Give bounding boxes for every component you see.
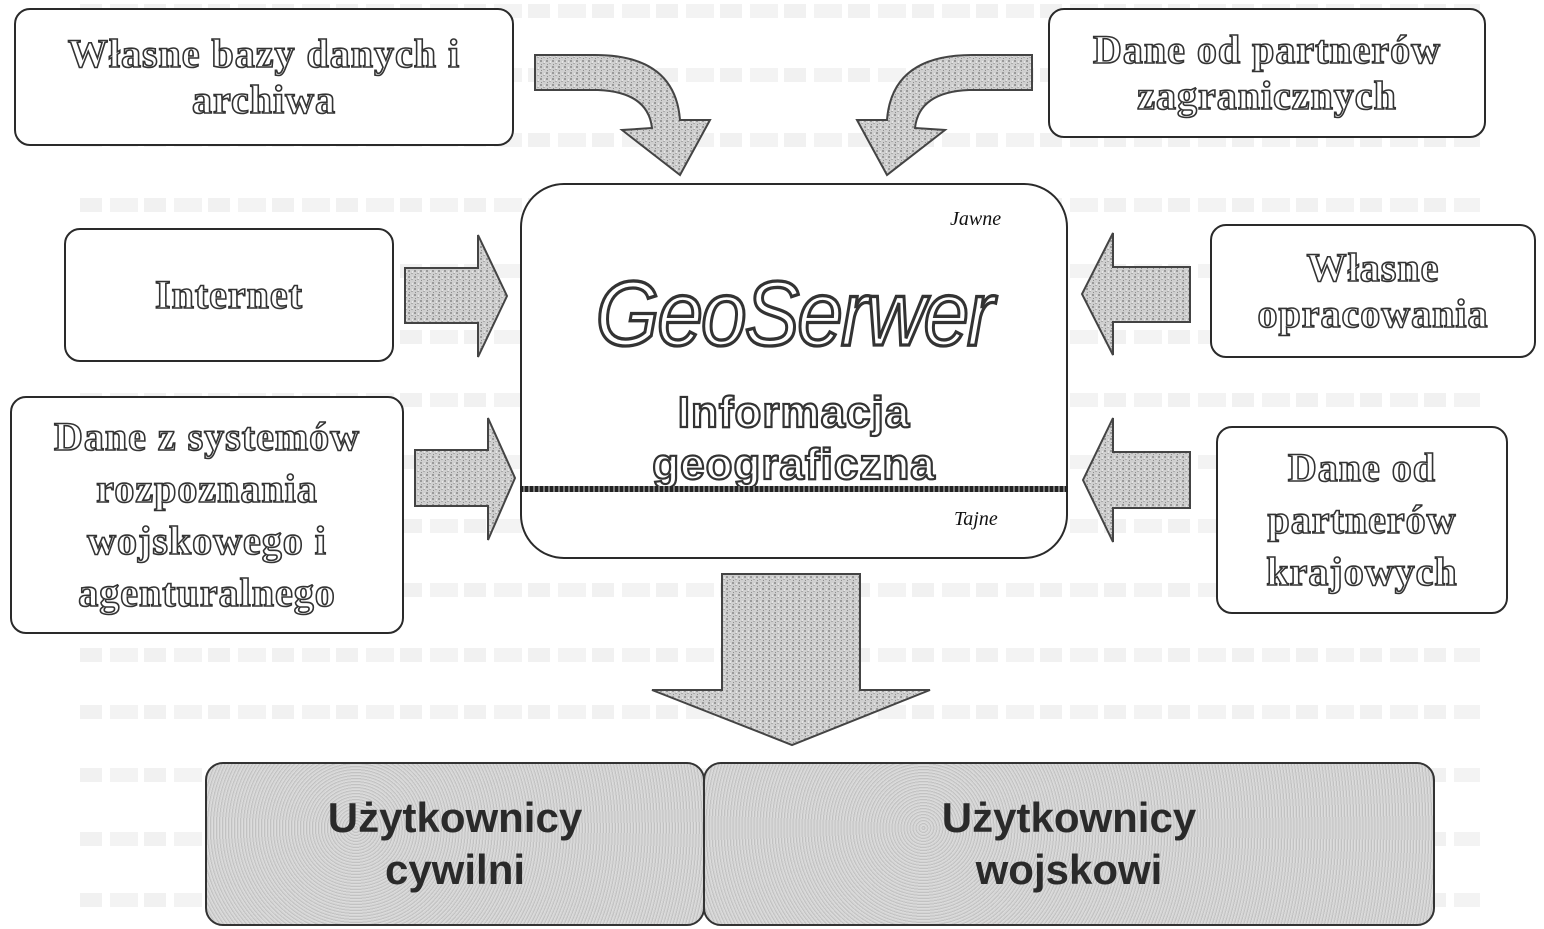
military-users-line2: wojskowi	[975, 846, 1163, 893]
arrow-own-studies-left	[1080, 232, 1191, 356]
public-secret-divider	[520, 486, 1068, 492]
geoserwer-title: GeoSerwer	[594, 262, 996, 367]
source-own-studies-label: Własne opracowania	[1257, 244, 1489, 337]
source-own-databases: Własne bazy danych i archiwa	[14, 8, 514, 146]
info-line-2: geograficzna	[651, 439, 936, 490]
arrow-recon-right	[414, 417, 517, 541]
source-recon-systems-label: Dane z systemów rozpoznania wojskowego i…	[53, 413, 361, 616]
source-domestic-partners: Dane od partnerów krajowych	[1216, 426, 1508, 614]
arrow-down-to-users	[651, 573, 931, 747]
civilian-users-box: Użytkownicy cywilni	[205, 762, 705, 926]
public-label: Jawne	[950, 208, 1002, 230]
military-users-box: Użytkownicy wojskowi	[703, 762, 1435, 926]
arrow-curved-top-left	[534, 54, 712, 177]
military-users-line1: Użytkownicy	[941, 793, 1197, 841]
source-foreign-partners: Dane od partnerów zagranicznych	[1048, 8, 1486, 138]
geoserwer-box	[520, 183, 1068, 559]
civilian-users-line1: Użytkownicy	[327, 793, 583, 841]
source-foreign-partners-label: Dane od partnerów zagranicznych	[1092, 26, 1442, 119]
secret-label: Tajne	[954, 508, 998, 530]
source-own-studies: Własne opracowania	[1210, 224, 1536, 358]
arrow-domestic-left	[1081, 417, 1191, 543]
source-internet-label: Internet	[154, 271, 303, 318]
source-internet: Internet	[64, 228, 394, 362]
civilian-users-line2: cywilni	[384, 846, 526, 893]
source-domestic-partners-label: Dane od partnerów krajowych	[1266, 444, 1458, 595]
source-own-databases-label: Własne bazy danych i archiwa	[67, 30, 461, 123]
arrow-internet-right	[404, 234, 509, 358]
info-line-1: Informacja	[677, 387, 911, 438]
arrow-curved-top-right	[855, 54, 1033, 177]
source-recon-systems: Dane z systemów rozpoznania wojskowego i…	[10, 396, 404, 634]
